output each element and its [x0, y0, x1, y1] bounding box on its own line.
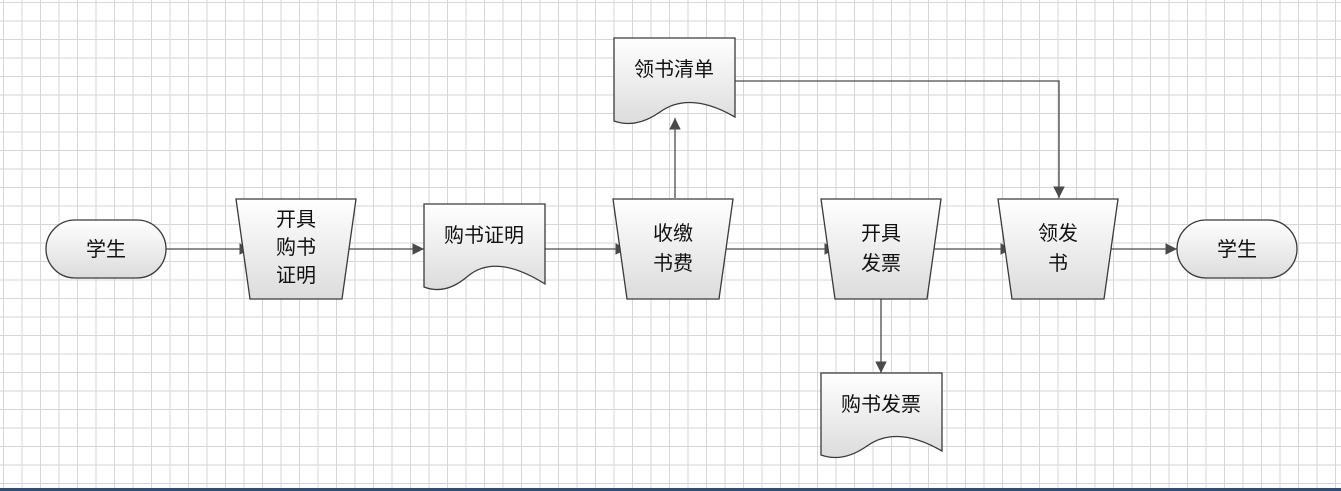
node-label: 书费 [653, 251, 693, 275]
node-label: 证明 [276, 263, 316, 287]
node-label: 领发 [1038, 221, 1078, 245]
distribute-books-step: 领发 书 [997, 198, 1119, 300]
edge-pickup-list-to-distribute-books [735, 80, 1065, 198]
node-label: 领书清单 [634, 57, 714, 81]
node-label: 购书 [276, 235, 316, 259]
node-label: 购书证明 [444, 223, 524, 247]
node-label: 收缴 [653, 221, 693, 245]
node-label: 开具 [276, 207, 316, 231]
purchase-certificate-document: 购书证明 [423, 203, 546, 291]
connectors [166, 80, 1177, 373]
student-end-terminator: 学生 [1176, 219, 1298, 279]
issue-invoice-step: 开具 发票 [820, 198, 942, 300]
node-label: 学生 [86, 237, 126, 261]
node-label: 开具 [861, 221, 901, 245]
student-start-terminator: 学生 [45, 219, 167, 279]
purchase-invoice-document: 购书发票 [820, 372, 943, 459]
node-label: 购书发票 [841, 392, 921, 416]
issue-certificate-step: 开具 购书 证明 [235, 198, 357, 300]
collect-fees-step: 收缴 书费 [612, 198, 734, 300]
node-label: 学生 [1217, 237, 1257, 261]
node-label: 书 [1048, 251, 1068, 275]
node-label: 发票 [861, 251, 901, 275]
pickup-list-document: 领书清单 [613, 37, 736, 125]
